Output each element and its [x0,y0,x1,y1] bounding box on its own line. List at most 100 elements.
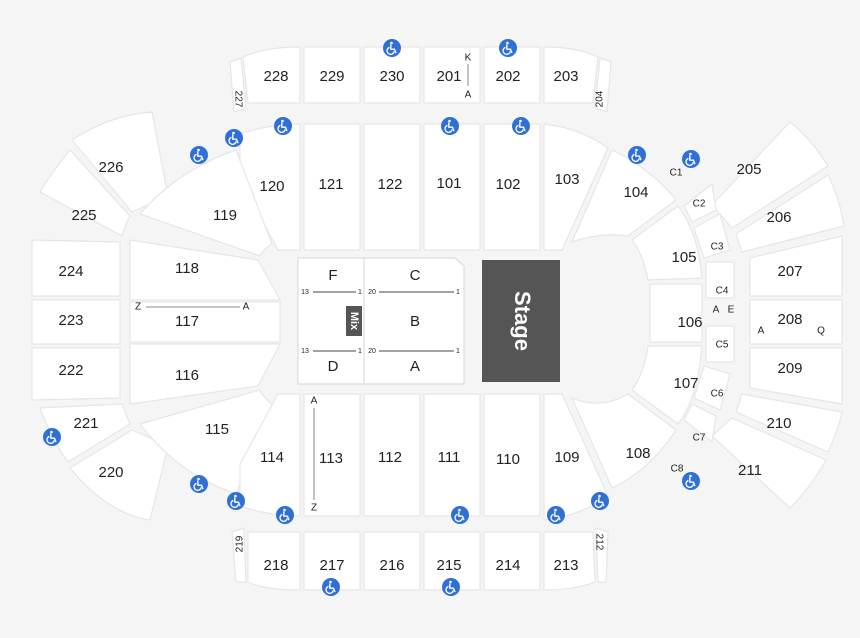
section-label[interactable]: 115 [205,421,229,438]
section-label[interactable]: 230 [379,68,404,85]
wheelchair-icon[interactable] [546,505,566,525]
section-label[interactable]: 110 [496,451,520,468]
wheelchair-icon[interactable] [275,505,295,525]
section-label[interactable]: 202 [495,68,520,85]
wheelchair-icon[interactable] [382,38,402,58]
section-111[interactable] [423,393,481,517]
section-102[interactable] [483,123,541,251]
wheelchair-icon[interactable] [498,38,518,58]
section-216[interactable] [363,531,421,591]
section-label[interactable]: 222 [58,362,83,379]
floor-section-label[interactable]: D [328,358,339,375]
section-108[interactable] [570,393,677,489]
section-label[interactable]: 105 [671,249,696,266]
section-206[interactable] [735,174,845,253]
section-label[interactable]: 217 [319,557,344,574]
section-label[interactable]: 114 [260,449,284,466]
section-118[interactable] [129,239,282,301]
section-105[interactable] [631,205,703,281]
box-label[interactable]: C6 [711,389,724,400]
floor-section-label[interactable]: F [328,267,337,284]
section-112[interactable] [363,393,421,517]
section-label[interactable]: 219 [235,535,246,552]
section-106[interactable] [649,283,703,343]
section-202[interactable] [483,46,541,104]
floor-section-label[interactable]: B [410,313,420,330]
section-211[interactable] [711,417,827,509]
section-label[interactable]: 220 [98,464,123,481]
section-label[interactable]: 111 [438,449,461,466]
section-label[interactable]: 116 [175,367,199,384]
section-121[interactable] [303,123,361,251]
floor-section-label[interactable]: C [410,267,421,284]
section-label[interactable]: 120 [259,178,284,195]
section-222[interactable] [31,347,121,401]
section-228[interactable] [242,46,301,104]
section-213[interactable] [543,531,596,591]
box-label[interactable]: C4 [716,286,729,297]
section-label[interactable]: 207 [777,263,802,280]
section-215[interactable] [423,531,481,591]
wheelchair-icon[interactable] [440,116,460,136]
section-204[interactable] [594,57,612,113]
section-label[interactable]: 218 [263,557,288,574]
box-label[interactable]: C3 [711,242,724,253]
section-225[interactable] [39,149,131,237]
box-c4[interactable] [705,261,735,299]
section-label[interactable]: 210 [766,415,791,432]
section-label[interactable]: 109 [554,449,579,466]
section-208[interactable] [749,299,843,345]
section-label[interactable]: 117 [175,313,199,330]
section-label[interactable]: 104 [623,184,648,201]
section-label[interactable]: 203 [553,68,578,85]
section-label[interactable]: 205 [736,161,761,178]
section-207[interactable] [749,235,843,297]
section-229[interactable] [303,46,361,104]
section-203[interactable] [543,46,599,104]
section-label[interactable]: 108 [625,445,650,462]
section-label[interactable]: 212 [593,534,604,551]
section-label[interactable]: 121 [318,176,343,193]
wheelchair-icon[interactable] [273,116,293,136]
floor-section-label[interactable]: A [410,358,420,375]
wheelchair-icon[interactable] [224,128,244,148]
section-119[interactable] [138,149,273,257]
section-label[interactable]: 201 [436,68,461,85]
box-label[interactable]: C5 [716,340,729,351]
wheelchair-icon[interactable] [511,116,531,136]
section-label[interactable]: 119 [213,207,237,224]
wheelchair-icon[interactable] [441,577,461,597]
section-label[interactable]: 206 [766,209,791,226]
wheelchair-icon[interactable] [450,505,470,525]
section-221[interactable] [39,403,131,463]
section-label[interactable]: 209 [777,360,802,377]
section-116[interactable] [129,343,281,405]
section-117[interactable] [129,301,281,343]
section-label[interactable]: 107 [673,375,698,392]
section-227[interactable] [229,57,247,113]
section-218[interactable] [247,531,301,591]
section-label[interactable]: 112 [378,449,402,466]
section-label[interactable]: 122 [377,176,402,193]
wheelchair-icon[interactable] [590,491,610,511]
box-c6[interactable] [693,365,731,411]
section-109[interactable] [543,393,609,521]
section-label[interactable]: 204 [595,90,606,107]
section-label[interactable]: 214 [495,557,520,574]
section-label[interactable]: 224 [58,263,83,280]
section-label[interactable]: 213 [553,557,578,574]
section-label[interactable]: 228 [263,68,288,85]
section-104[interactable] [570,149,677,244]
box-label[interactable]: C2 [693,199,706,210]
section-label[interactable]: 211 [738,462,762,479]
section-212[interactable] [595,527,609,583]
section-label[interactable]: 106 [677,314,702,331]
section-label[interactable]: 102 [495,176,520,193]
section-label[interactable]: 216 [379,557,404,574]
section-205[interactable] [711,121,829,229]
section-label[interactable]: 208 [777,311,802,328]
section-223[interactable] [31,299,121,345]
section-110[interactable] [483,393,541,517]
box-label[interactable]: C1 [670,168,683,179]
wheelchair-icon[interactable] [681,149,701,169]
